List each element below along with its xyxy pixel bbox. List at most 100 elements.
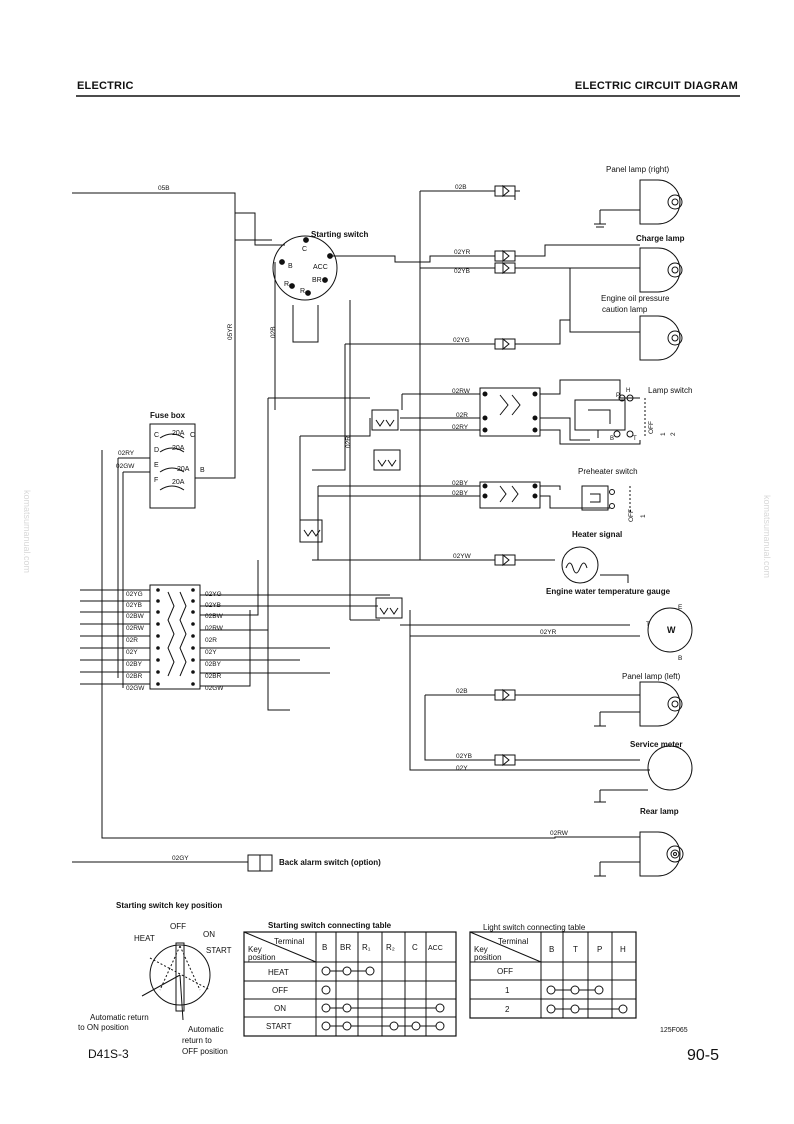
- wire-02yr-charge-label: 02YR: [454, 249, 471, 256]
- light-row-1: 1: [505, 986, 510, 995]
- fuse-rating-1: 20A: [172, 430, 185, 437]
- footer-page-number: 90-5: [687, 1047, 719, 1064]
- terminal-br-label: BR: [312, 277, 322, 284]
- rear-lamp-label: Rear lamp: [640, 807, 679, 816]
- preheat-pos-off: OFF: [628, 509, 635, 522]
- conn-left-5: 02Y: [126, 649, 138, 656]
- key-position-diagram: Starting switch key position HEAT OFF ON…: [78, 901, 232, 1056]
- light-col-t: T: [573, 945, 578, 954]
- conn-right-2: 02BW: [205, 613, 224, 620]
- temp-gauge-b-mark: B: [678, 655, 682, 662]
- charge-lamp-label: Charge lamp: [636, 234, 685, 243]
- back-alarm-label: Back alarm switch (option): [279, 858, 381, 867]
- wire-02b-panel-left-label: 02B: [456, 688, 468, 695]
- preheater-switch-label: Preheater switch: [578, 467, 638, 476]
- starting-table-corner-key: Key: [248, 945, 262, 954]
- light-switch-table: Light switch connecting table Terminal K…: [469, 923, 637, 1019]
- starting-switch-label: Starting switch: [311, 230, 368, 239]
- wire-02r-lamp-label: 02R: [456, 412, 468, 419]
- starting-switch: Starting switch C B ACC BR R₁ R₂: [272, 230, 368, 301]
- wire-02y-meter-label: 02Y: [456, 765, 468, 772]
- wire-02yr-temp-label: 02YR: [540, 629, 557, 636]
- panel-lamp-left-label: Panel lamp (left): [622, 672, 681, 681]
- wire-05b-label: 05B: [158, 185, 170, 192]
- preheat-pos-1: 1: [640, 514, 647, 518]
- fuse-box: Fuse box C D E F 20A 20A 20A 20A C B: [149, 411, 205, 509]
- key-pos-off: OFF: [170, 922, 186, 931]
- wire-02ry-fuse-label: 02RY: [118, 450, 135, 457]
- header-page-title: ELECTRIC CIRCUIT DIAGRAM: [574, 80, 738, 92]
- lamp-switch-t-mark: T: [633, 436, 637, 442]
- oil-lamp-label-2: caution lamp: [602, 305, 648, 314]
- auto-return-off-1: Automatic: [188, 1025, 224, 1034]
- lamp-switch-p-mark: P: [616, 393, 620, 399]
- footer-figure-code: 125F065: [660, 1027, 688, 1034]
- conn-left-7: 02BR: [126, 673, 143, 680]
- key-pos-heat: HEAT: [134, 934, 155, 943]
- wire-02yg-oil-label: 02YG: [453, 337, 470, 344]
- light-col-p: P: [597, 945, 602, 954]
- wire-02r-vertical-label: 02R: [345, 436, 352, 448]
- terminal-acc-label: ACC: [313, 264, 328, 271]
- conn-left-8: 02GW: [126, 685, 145, 692]
- wire-02by-preheat2-label: 02BY: [452, 490, 469, 497]
- starting-col-acc: ACC: [428, 945, 443, 952]
- lamp-switch-h-mark: H: [626, 388, 630, 394]
- wire-02rw-rear-label: 02RW: [550, 830, 569, 837]
- light-col-h: H: [620, 945, 626, 954]
- switch-blocks: H P B T OFF 1 2 OFF 1: [479, 387, 677, 522]
- light-table-title: Light switch connecting table: [483, 923, 586, 932]
- auto-return-off-3: OFF position: [182, 1047, 228, 1056]
- heater-signal-label: Heater signal: [572, 530, 622, 539]
- conn-left-0: 02YG: [126, 591, 143, 598]
- conn-left-6: 02BY: [126, 661, 143, 668]
- light-col-b: B: [549, 945, 554, 954]
- starting-col-r1: R₁: [362, 943, 371, 952]
- terminal-b-label: B: [288, 263, 293, 270]
- wire-02ry-lamp-label: 02RY: [452, 424, 469, 431]
- starting-col-r2: R₂: [386, 943, 395, 952]
- starting-row-start: START: [266, 1022, 292, 1031]
- lamp-switch-pos-1: 1: [660, 432, 667, 436]
- lamp-switch-pos-off: OFF: [648, 421, 655, 434]
- temp-gauge-e-mark: E: [678, 604, 683, 611]
- terminal-r1-label: R₁: [284, 281, 292, 288]
- fuse-box-label: Fuse box: [150, 411, 186, 420]
- conn-right-8: 02GW: [205, 685, 224, 692]
- temp-gauge-w-mark: W: [667, 625, 676, 635]
- starting-col-b: B: [322, 943, 327, 952]
- plugs: [247, 184, 516, 872]
- conn-right-3: 02RW: [205, 625, 224, 632]
- light-table-corner-key: Key: [474, 945, 488, 954]
- terminal-c-label: C: [302, 246, 307, 253]
- conn-right-7: 02BR: [205, 673, 222, 680]
- light-row-2: 2: [505, 1005, 510, 1014]
- key-pos-on: ON: [203, 930, 215, 939]
- fuse-letter-f: F: [154, 477, 158, 484]
- conn-left-3: 02RW: [126, 625, 145, 632]
- loads: Panel lamp (right) Charge lamp Engine oi…: [279, 165, 693, 877]
- wire-02gw-fuse-label: 02GW: [116, 463, 135, 470]
- water-temp-gauge-label: Engine water temperature gauge: [546, 587, 671, 596]
- starting-table-title: Starting switch connecting table: [268, 921, 392, 930]
- wire-02rw-lamp-label: 02RW: [452, 388, 471, 395]
- fuse-rating-3: 20A: [177, 466, 190, 473]
- harness-connector: 02YG 02YB 02BW 02RW 02R 02Y 02BY 02BR 02…: [126, 584, 224, 692]
- starting-col-br: BR: [340, 943, 351, 952]
- starting-table-corner-top: Terminal: [274, 937, 304, 946]
- relays: [299, 409, 403, 619]
- wire-labels: 05B 05YR 02B 02R 02B 02YR 02YB 02YG 02RW…: [116, 184, 569, 862]
- footer-model: D41S-3: [88, 1047, 129, 1061]
- conn-right-0: 02YG: [205, 591, 222, 598]
- conn-right-1: 02YB: [205, 602, 221, 609]
- key-position-title: Starting switch key position: [116, 901, 222, 910]
- light-row-off: OFF: [497, 967, 513, 976]
- wire-02b-vertical-label: 02B: [270, 326, 277, 338]
- lamp-switch-label: Lamp switch: [648, 386, 692, 395]
- fuse-letter-e: E: [154, 462, 159, 469]
- wire-02b-panel-label: 02B: [455, 184, 467, 191]
- temp-gauge-t-mark: T: [646, 621, 650, 628]
- wire-02yw-label: 02YW: [453, 553, 472, 560]
- fuse-rating-2: 20A: [172, 445, 185, 452]
- fuse-rating-4: 20A: [172, 479, 185, 486]
